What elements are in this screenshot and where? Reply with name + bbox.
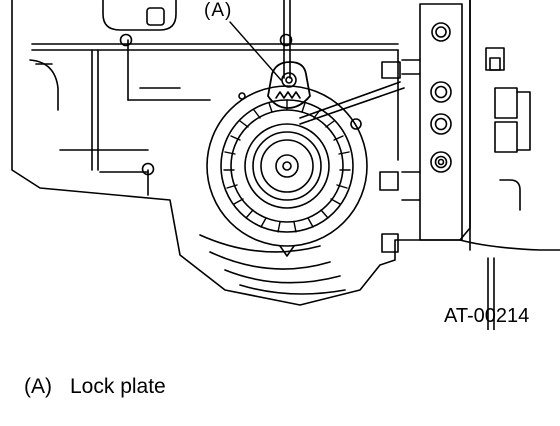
bolt: [119, 33, 133, 47]
bolt: [141, 162, 155, 176]
valve-bolt-inner: [434, 85, 448, 99]
top-slot: [146, 7, 165, 26]
leader-line: [229, 21, 282, 81]
right-bracket-2: [494, 121, 518, 153]
valve-block: [381, 233, 399, 253]
rib-right-diag: [299, 81, 401, 119]
valve-bolt: [430, 151, 452, 173]
valve-body: [419, 3, 463, 241]
housing-outline: [11, 0, 471, 306]
valve-bolt-inner: [434, 117, 448, 131]
right-tab: [485, 47, 505, 71]
right-bracket: [494, 87, 518, 119]
hub-center-dot: [282, 161, 292, 171]
legend-item: (A) Lock plate: [24, 375, 166, 399]
right-hook: [499, 179, 521, 211]
figure-id: AT-00214: [444, 305, 530, 327]
right-tab-2: [489, 57, 501, 71]
valve-bolt: [430, 81, 452, 103]
gear-lower-tab: [279, 245, 295, 257]
valve-bolt-inner: [434, 155, 448, 169]
top-chamber: [102, 0, 177, 31]
gear-side-bolt: [238, 92, 246, 100]
valve-rib: [401, 59, 421, 201]
lower-hatch-1: [199, 234, 321, 253]
gear-ring-2: [220, 99, 354, 233]
rib-left-curve: [29, 59, 59, 111]
transmission-drawing: [11, 0, 560, 330]
bolt: [350, 118, 362, 130]
lock-plate: [267, 61, 311, 109]
hub-outer: [244, 123, 330, 209]
valve-bolt: [431, 22, 451, 42]
lower-hatch-2: [209, 251, 331, 270]
lock-plate-bolt: [281, 72, 297, 88]
lock-plate-bolt-inner: [285, 76, 293, 84]
lower-hatch-4: [239, 284, 346, 295]
valve-block: [379, 171, 399, 191]
lower-hatch-3: [224, 269, 341, 284]
lock-plate-teeth: [275, 91, 301, 99]
valve-bolt-core: [437, 158, 445, 166]
valve-block: [381, 61, 401, 79]
right-lower-line: [459, 239, 560, 251]
callout-label-a: (A): [204, 0, 233, 21]
legend-label: Lock plate: [70, 375, 166, 398]
gear-teeth: [223, 99, 351, 233]
hub-ring-2: [260, 139, 314, 193]
legend-key: (A): [24, 375, 52, 398]
hub-center: [275, 154, 299, 178]
bolt: [279, 33, 293, 47]
valve-bolt: [430, 113, 452, 135]
valve-bolt-inner: [435, 26, 447, 38]
hub-ring: [252, 131, 322, 201]
right-bracket-lines: [516, 91, 531, 151]
